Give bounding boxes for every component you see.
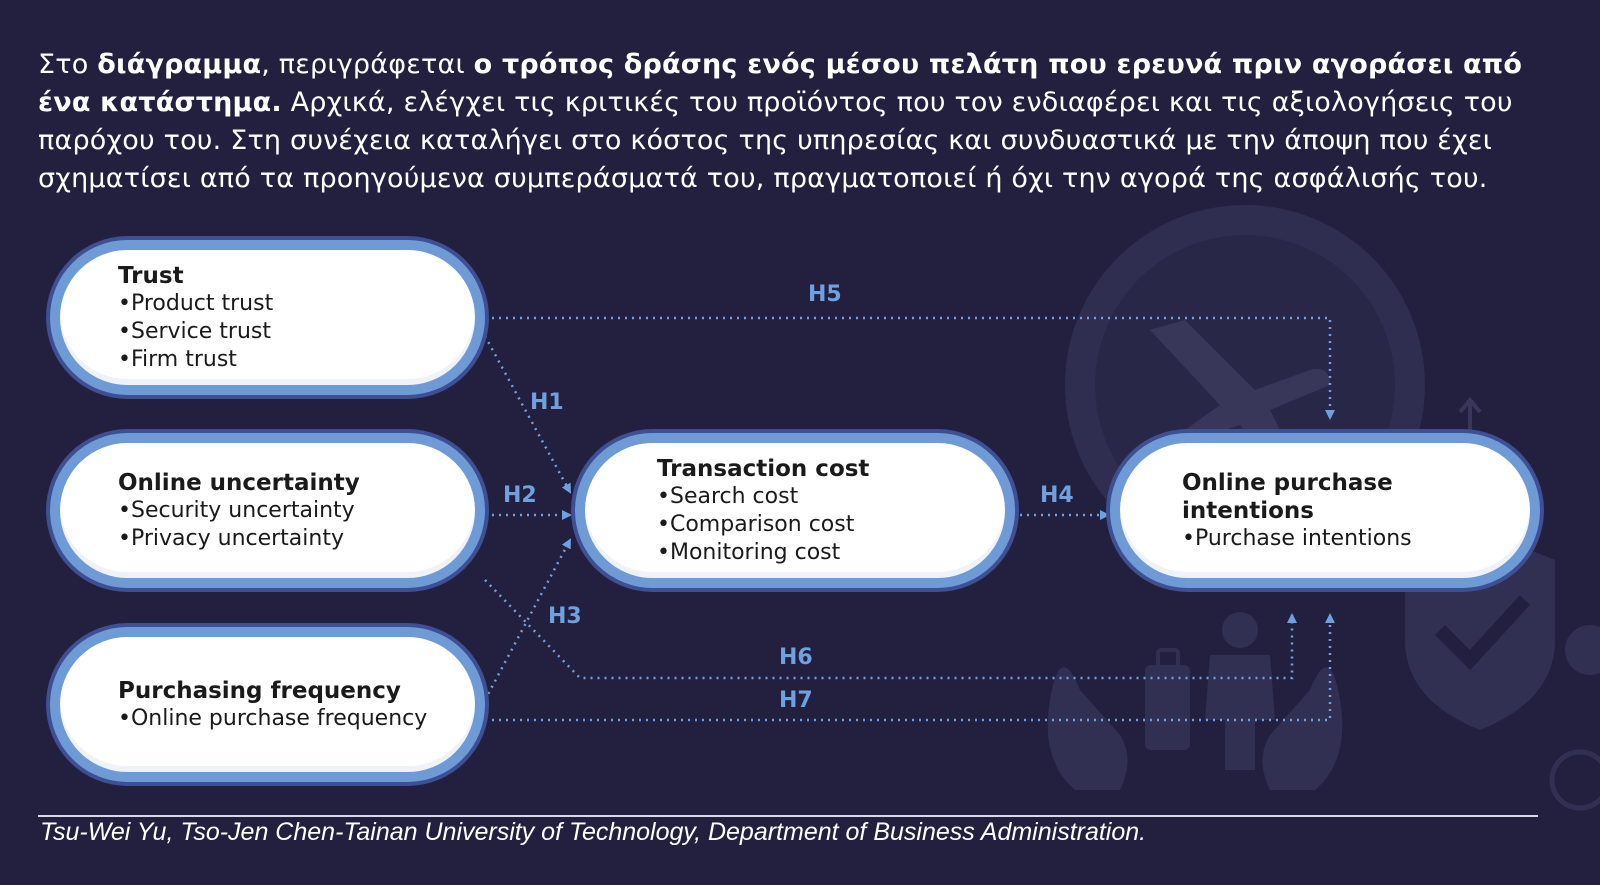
- footer-divider: [38, 815, 1538, 817]
- trust-box: Trust •Product trust •Service trust •Fir…: [50, 240, 485, 395]
- intro-bold-1: διάγραμμα: [97, 49, 262, 80]
- trust-title: Trust: [118, 262, 184, 289]
- h1-label: H1: [530, 390, 564, 415]
- h5-label: H5: [808, 282, 842, 307]
- transaction-cost-box: Transaction cost •Search cost •Compariso…: [575, 433, 1015, 588]
- intro-text-3: Αρχικά, ελέγχει τις κριτικές του προϊόντ…: [38, 87, 1513, 194]
- online-uncertainty-box: Online uncertainty •Security uncertainty…: [50, 433, 485, 588]
- uncertainty-item-2: •Privacy uncertainty: [118, 525, 344, 551]
- intentions-title: Online purchase intentions: [1182, 469, 1393, 524]
- uncertainty-item-1: •Security uncertainty: [118, 497, 355, 523]
- transaction-title: Transaction cost: [657, 455, 870, 482]
- transaction-item-3: •Monitoring cost: [657, 539, 841, 565]
- transaction-item-1: •Search cost: [657, 483, 799, 509]
- connector-h1: [483, 335, 572, 494]
- intro-text-1: Στο: [38, 49, 98, 80]
- trust-item-1: •Product trust: [118, 290, 274, 316]
- online-purchase-intentions-box: Online purchase intentions •Purchase int…: [1110, 433, 1540, 588]
- purchasing-frequency-box: Purchasing frequency •Online purchase fr…: [50, 627, 485, 782]
- connector-h7: [485, 613, 1335, 722]
- trust-item-3: •Firm trust: [118, 346, 237, 372]
- uncertainty-title: Online uncertainty: [118, 469, 360, 496]
- source-credit: Tsu-Wei Yu, Tso-Jen Chen-Tainan Universi…: [40, 818, 1147, 846]
- frequency-item-1: •Online purchase frequency: [118, 705, 428, 731]
- h2-label: H2: [503, 483, 537, 508]
- h4-label: H4: [1040, 483, 1074, 508]
- trust-item-2: •Service trust: [118, 318, 271, 344]
- h3-label: H3: [548, 604, 582, 629]
- frequency-title: Purchasing frequency: [118, 677, 401, 704]
- intro-paragraph: Στο διάγραμμα, περιγράφεται ο τρόπος δρά…: [38, 46, 1578, 198]
- transaction-item-2: •Comparison cost: [657, 511, 855, 537]
- h6-label: H6: [779, 645, 813, 670]
- h7-label: H7: [779, 688, 813, 713]
- connector-h6: [484, 579, 1297, 680]
- connector-h5: [485, 316, 1335, 420]
- intentions-item-1: •Purchase intentions: [1182, 525, 1412, 551]
- connectors: [483, 316, 1335, 722]
- intro-bold-2: ο τρόπος δράσης ενός μέσου πελάτη που ερ…: [38, 49, 1523, 118]
- intro-text-2: , περιγράφεται: [261, 49, 474, 80]
